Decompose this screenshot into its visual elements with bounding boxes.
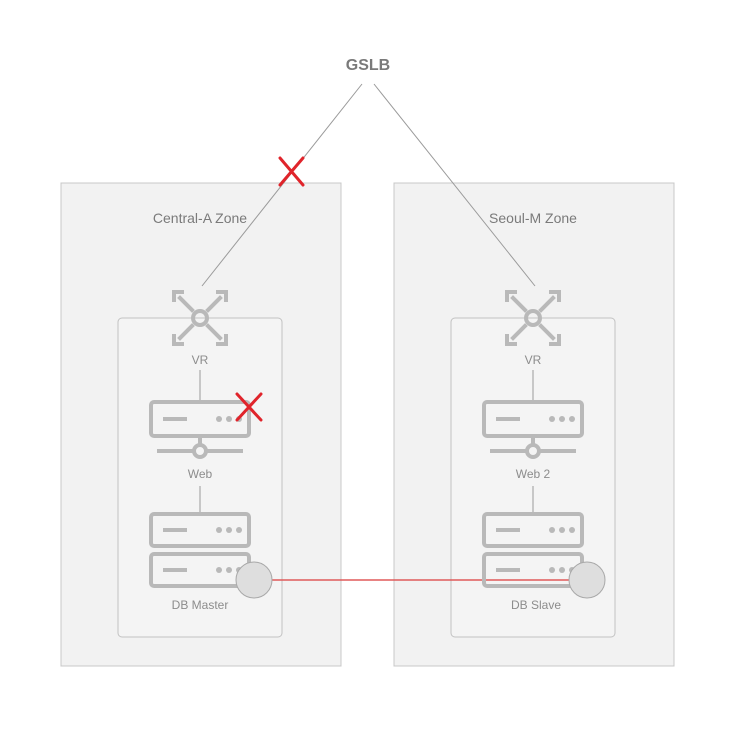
db-label-slave: DB Slave [510, 598, 562, 612]
router-label-a: VR [191, 353, 209, 367]
gslb-link-central-a [201, 83, 363, 287]
zone-label-central-a: Central-A Zone [152, 210, 248, 226]
gslb-link-seoul-m [373, 83, 536, 287]
replication-node-icon [568, 561, 606, 599]
web-label-b: Web 2 [515, 467, 551, 481]
zone-label-seoul-m: Seoul-M Zone [489, 210, 577, 226]
router-icon [172, 290, 228, 346]
replication-node-icon [235, 561, 273, 599]
web-server-icon [482, 400, 584, 459]
inner-box-seoul-m [450, 317, 616, 638]
web-label-a: Web [187, 467, 213, 481]
router-label-b: VR [524, 353, 542, 367]
db-label-master: DB Master [171, 598, 229, 612]
failure-x-icon [235, 392, 263, 422]
failure-x-icon [278, 156, 305, 187]
router-icon [505, 290, 561, 346]
gslb-title: GSLB [345, 57, 391, 74]
